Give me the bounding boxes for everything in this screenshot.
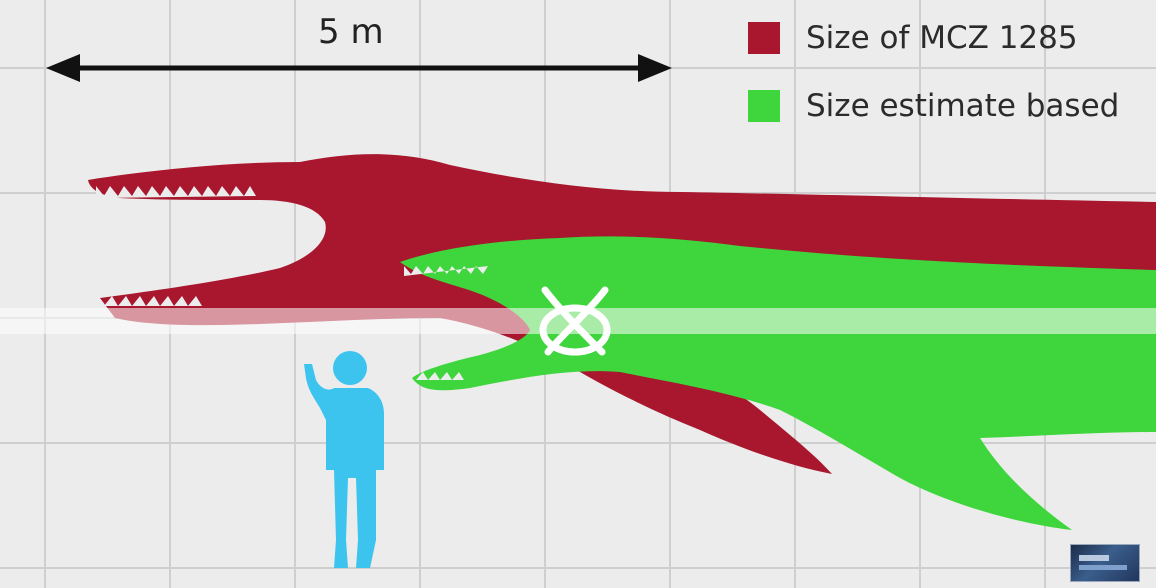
legend-label-mcz: Size of MCZ 1285 <box>806 20 1078 56</box>
legend-label-estimate: Size estimate based <box>806 88 1119 124</box>
legend-swatch-green <box>748 90 780 122</box>
legend-item-mcz: Size of MCZ 1285 <box>748 20 1078 56</box>
video-thumbnail-icon[interactable] <box>1070 544 1140 582</box>
scale-arrow <box>46 54 672 82</box>
green-silhouette <box>400 236 1156 530</box>
legend-swatch-red <box>748 22 780 54</box>
legend-item-estimate: Size estimate based <box>748 88 1119 124</box>
human-silhouette <box>304 351 384 568</box>
scale-bar-label: 5 m <box>318 12 384 52</box>
